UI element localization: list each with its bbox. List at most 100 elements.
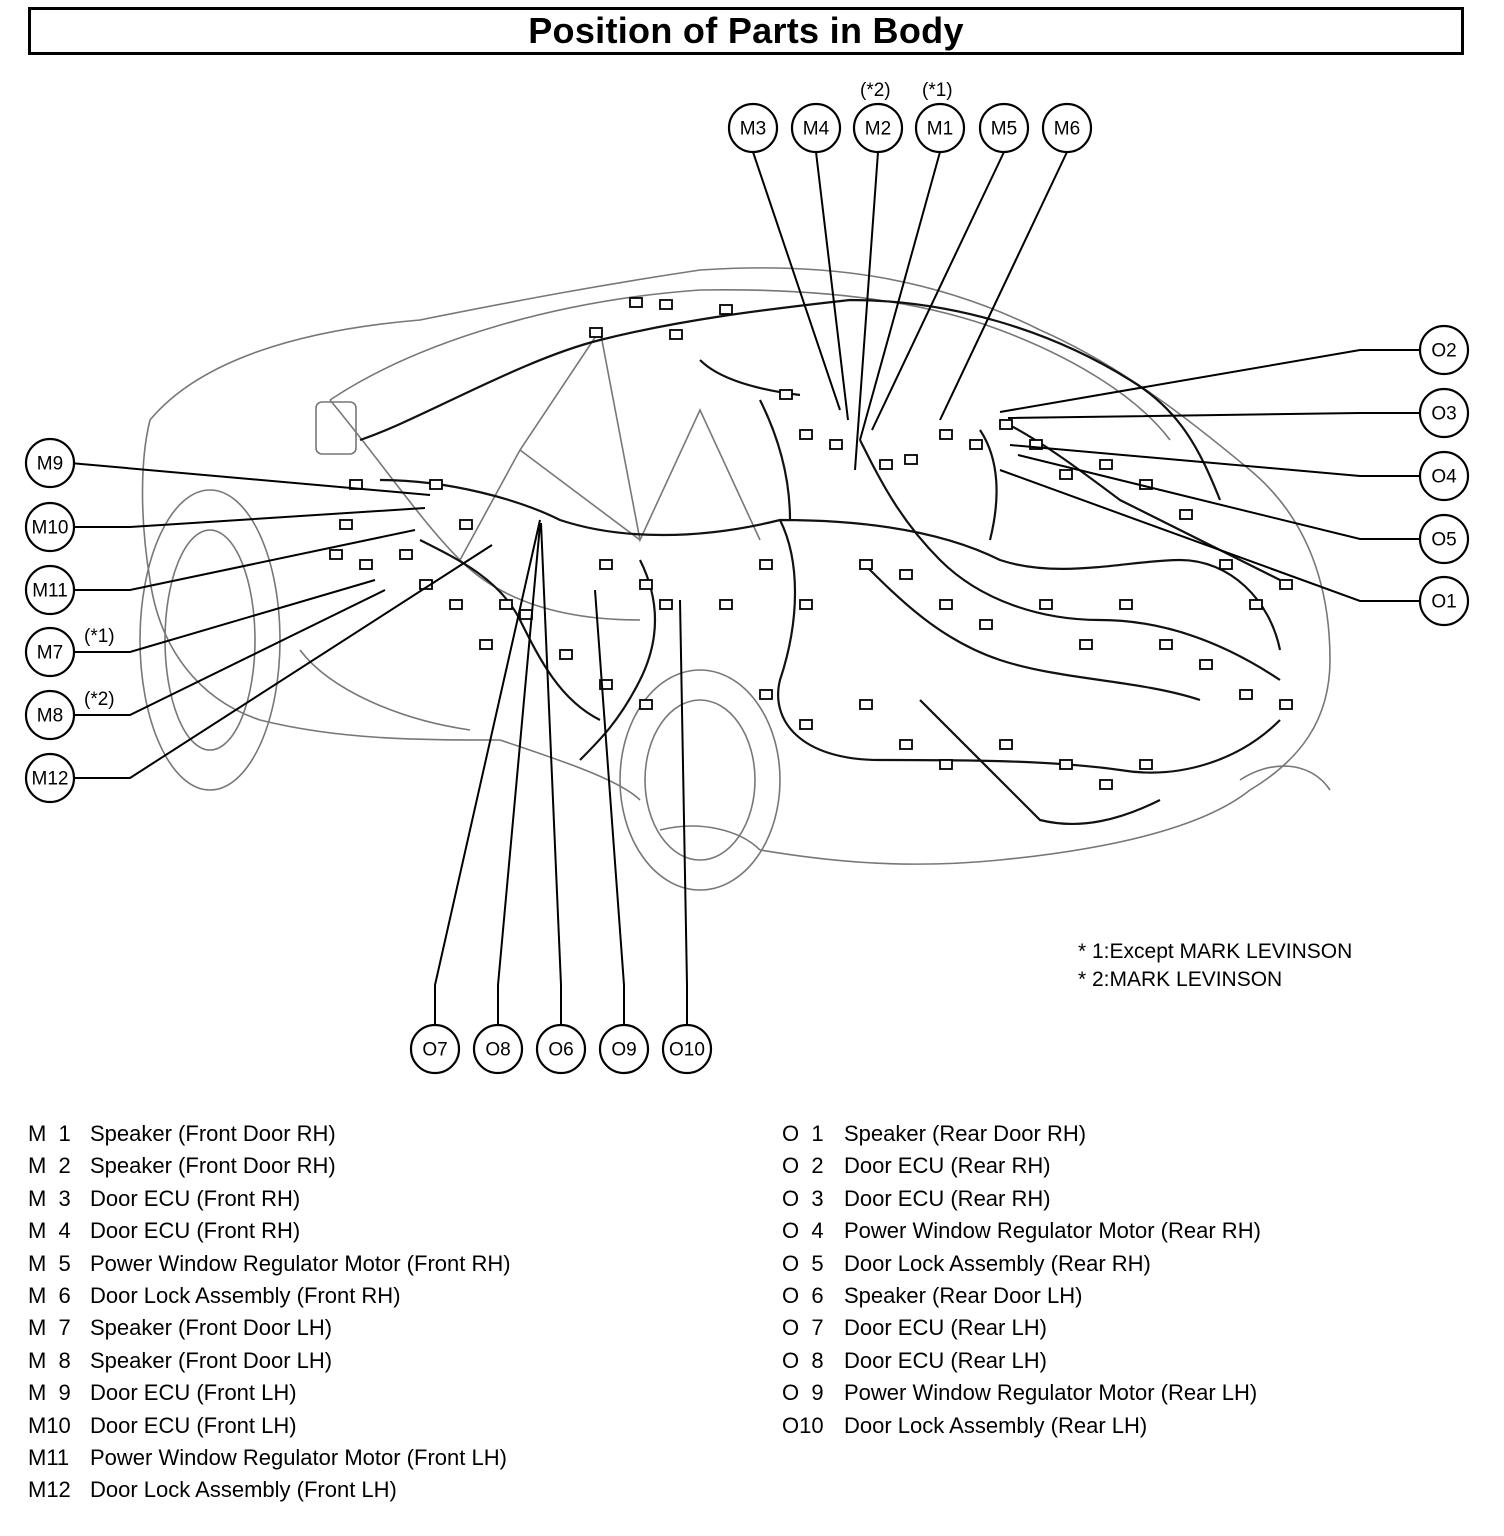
callout-m7: M7	[24, 626, 76, 678]
callout-label: M3	[740, 119, 766, 140]
leader-line	[871, 151, 1005, 431]
leader-line	[939, 151, 1068, 421]
legend-code: M 8	[28, 1347, 71, 1373]
legend-code: O 4	[782, 1218, 824, 1244]
leader-line	[497, 524, 541, 1025]
connector	[499, 599, 513, 610]
legend-code: M11	[28, 1445, 70, 1471]
callout-label: O6	[548, 1040, 573, 1061]
connector	[1059, 469, 1073, 480]
legend-code: O 3	[782, 1185, 824, 1211]
legend-code: O 2	[782, 1153, 824, 1179]
callout-note: (*1)	[922, 80, 953, 101]
connector	[429, 479, 443, 490]
callout-circle	[409, 1023, 461, 1075]
connector	[359, 559, 373, 570]
callout-label: M11	[32, 581, 68, 602]
callout-note: (*2)	[84, 689, 115, 710]
connector	[479, 639, 493, 650]
connector	[904, 454, 918, 465]
legend-code: M10	[28, 1412, 71, 1438]
callout-circle	[1041, 102, 1093, 154]
legend-desc: Door ECU (Rear RH)	[844, 1153, 1051, 1179]
connector	[449, 599, 463, 610]
callout-label: M5	[991, 119, 1017, 140]
legend-desc: Door ECU (Rear LH)	[844, 1315, 1047, 1341]
callout-label: M6	[1054, 119, 1080, 140]
callout-o4: O4	[1418, 450, 1470, 502]
legend-row: M11 Power Window Regulator Motor (Front L…	[28, 1442, 511, 1474]
callout-circle	[24, 501, 76, 553]
connector	[1279, 579, 1293, 590]
callout-m1: M1	[914, 102, 966, 154]
legend-code: O 8	[782, 1347, 824, 1373]
leader-line	[74, 579, 376, 653]
callout-m4: M4	[790, 102, 842, 154]
callout-label: M10	[32, 518, 69, 539]
callout-circle	[24, 626, 76, 678]
connector	[829, 439, 843, 450]
connector	[899, 569, 913, 580]
callout-label: O8	[485, 1040, 510, 1061]
connector	[1279, 699, 1293, 710]
connector	[1239, 689, 1253, 700]
connector	[1059, 759, 1073, 770]
leader-lines	[69, 151, 1420, 1025]
connector	[639, 579, 653, 590]
legend-code: M 1	[28, 1121, 71, 1146]
connector	[399, 549, 413, 560]
connector	[859, 559, 873, 570]
connector	[1099, 779, 1113, 790]
callout-m12: M12	[24, 752, 76, 804]
legend-desc: Door Lock Assembly (Rear LH)	[844, 1412, 1148, 1438]
leader-line	[594, 589, 625, 1025]
legend-code: M 3	[28, 1185, 71, 1211]
legend-desc: Power Window Regulator Motor (Rear RH)	[844, 1218, 1261, 1244]
callout-circle	[24, 437, 76, 489]
leader-line	[815, 151, 849, 421]
callout-m6: M6	[1041, 102, 1093, 154]
legend-desc: Door Lock Assembly (Rear RH)	[844, 1250, 1151, 1276]
connector	[639, 699, 653, 710]
callout-o7: O7	[409, 1023, 461, 1075]
legend-desc: Door ECU (Rear LH)	[844, 1347, 1047, 1373]
connector	[799, 429, 813, 440]
connector	[1219, 559, 1233, 570]
callout-circle	[790, 102, 842, 154]
connector	[599, 679, 613, 690]
legend-desc: Power Window Regulator Motor (Front LH)	[90, 1445, 507, 1471]
callout-circle	[1418, 387, 1470, 439]
connector	[979, 619, 993, 630]
callout-m11: M11	[24, 564, 76, 616]
legend-desc: Speaker (Front Door LH)	[90, 1315, 333, 1341]
connector	[599, 559, 613, 570]
connector	[939, 759, 953, 770]
leader-line	[74, 507, 426, 528]
connector	[759, 689, 773, 700]
connector	[339, 519, 353, 530]
legend-row: O 4 Power Window Regulator Motor (Rear RH…	[782, 1215, 1261, 1247]
connector	[1199, 659, 1213, 670]
legend-code: M 6	[28, 1283, 71, 1309]
leader-line	[74, 529, 416, 591]
callout-note: (*1)	[84, 626, 115, 647]
callout-note: (*2)	[860, 80, 891, 101]
connector	[779, 389, 793, 400]
callout-label: M12	[32, 769, 69, 790]
callout-label: M7	[37, 643, 63, 664]
callout-circle	[727, 102, 779, 154]
connector	[879, 459, 893, 470]
leader-line	[854, 151, 879, 471]
